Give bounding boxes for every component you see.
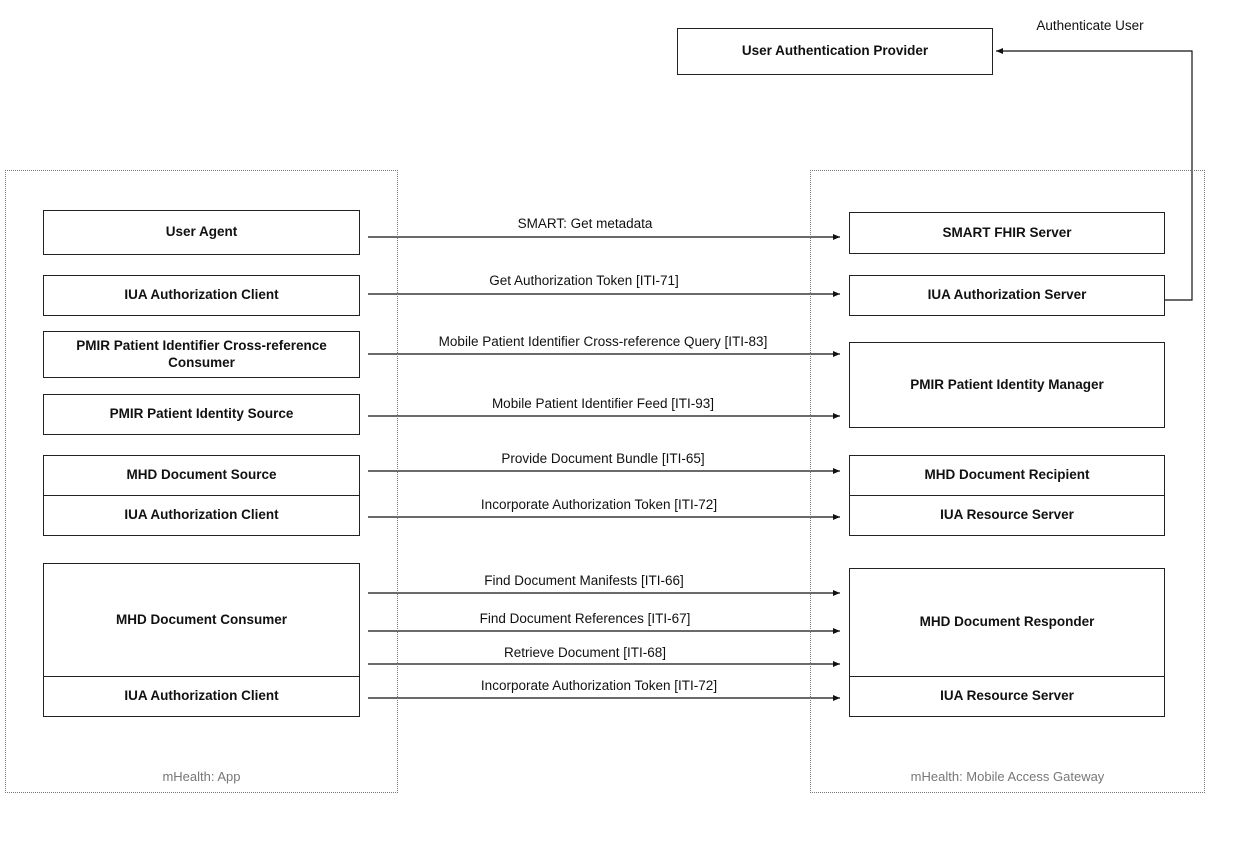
- transaction-label: Mobile Patient Identifier Feed [ITI-93]: [491, 396, 715, 411]
- transaction-label: Incorporate Authorization Token [ITI-72]: [480, 678, 718, 693]
- actor-iua-resource-server: IUA Resource Server: [849, 495, 1165, 536]
- app-group: mHealth: App: [5, 170, 398, 793]
- gateway-group: mHealth: Mobile Access Gateway: [810, 170, 1205, 793]
- actor-mhd-document-consumer: MHD Document Consumer: [43, 563, 360, 677]
- actor-iua-authorization-client: IUA Authorization Client: [43, 676, 360, 717]
- actor-iua-resource-server: IUA Resource Server: [849, 676, 1165, 717]
- transaction-label: Get Authorization Token [ITI-71]: [489, 273, 679, 288]
- actor-mhd-document-responder: MHD Document Responder: [849, 568, 1165, 677]
- transaction-label: Retrieve Document [ITI-68]: [503, 645, 667, 660]
- authenticate-user-label: Authenticate User: [1036, 18, 1144, 33]
- actor-mhd-document-recipient: MHD Document Recipient: [849, 455, 1165, 496]
- actor-smart-fhir-server: SMART FHIR Server: [849, 212, 1165, 254]
- actor-pmir-identity-source: PMIR Patient Identity Source: [43, 394, 360, 435]
- actor-pmir-xref-consumer: PMIR Patient Identifier Cross-reference …: [43, 331, 360, 378]
- transaction-label: Find Document Manifests [ITI-66]: [484, 573, 684, 588]
- transaction-label: Find Document References [ITI-67]: [479, 611, 691, 626]
- transaction-label: Provide Document Bundle [ITI-65]: [501, 451, 705, 466]
- arrow-authenticate-user: [996, 48, 1193, 301]
- actor-user-agent: User Agent: [43, 210, 360, 255]
- app-group-label: mHealth: App: [162, 769, 241, 784]
- gateway-group-label: mHealth: Mobile Access Gateway: [910, 769, 1105, 784]
- actor-iua-authorization-client: IUA Authorization Client: [43, 495, 360, 536]
- transaction-label: Incorporate Authorization Token [ITI-72]: [480, 497, 718, 512]
- transaction-label: Mobile Patient Identifier Cross-referenc…: [438, 334, 768, 349]
- transaction-label: SMART: Get metadata: [517, 216, 653, 231]
- actor-mhd-document-source: MHD Document Source: [43, 455, 360, 496]
- user-authentication-provider: User Authentication Provider: [677, 28, 993, 75]
- actor-iua-authorization-client: IUA Authorization Client: [43, 275, 360, 316]
- actor-iua-authorization-server: IUA Authorization Server: [849, 275, 1165, 316]
- actor-pmir-identity-manager: PMIR Patient Identity Manager: [849, 342, 1165, 428]
